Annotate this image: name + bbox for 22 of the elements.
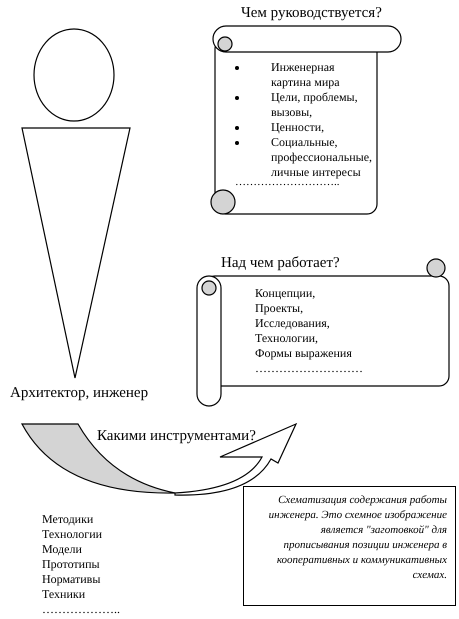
tool-list-item: Нормативы (42, 572, 102, 587)
list-item: Инженерная картина мира (271, 60, 341, 90)
arrow-label: Какими инструментами? (97, 427, 256, 446)
tool-list-item: Прототипы (42, 557, 101, 572)
tool-list-item: ……………….. (42, 602, 120, 617)
tool-list-item: Модели (42, 542, 83, 557)
scroll-heading: Чем руководствуется? (241, 4, 382, 23)
list-item: Социальные, профессиональные, личные интересы (271, 135, 373, 180)
figure-label: Архитектор, инженер (10, 384, 148, 403)
list-item: Формы выражения (255, 346, 353, 361)
list-item: Цели, проблемы, вызовы, (271, 90, 359, 120)
list-item: Концепции, (255, 286, 316, 301)
list-item: ……………………… (255, 361, 363, 376)
tool-list-item: Методики (42, 512, 94, 527)
tool-list-item: Технологии (42, 527, 104, 542)
scroll-heading: Над чем работает? (221, 254, 340, 273)
list-item: Исследования, (255, 316, 331, 331)
tool-list-item: Техники (42, 587, 86, 602)
note-box: Схематизация содержания работы инженера. Это схемное изображение является "заготовкой" для прописывания позиции инженера в кооперативных и коммуникативных схемах. (243, 486, 456, 606)
list-item: Технологии, (255, 331, 320, 346)
list-item: Проекты, (255, 301, 304, 316)
list-item: Ценности, (271, 120, 324, 135)
